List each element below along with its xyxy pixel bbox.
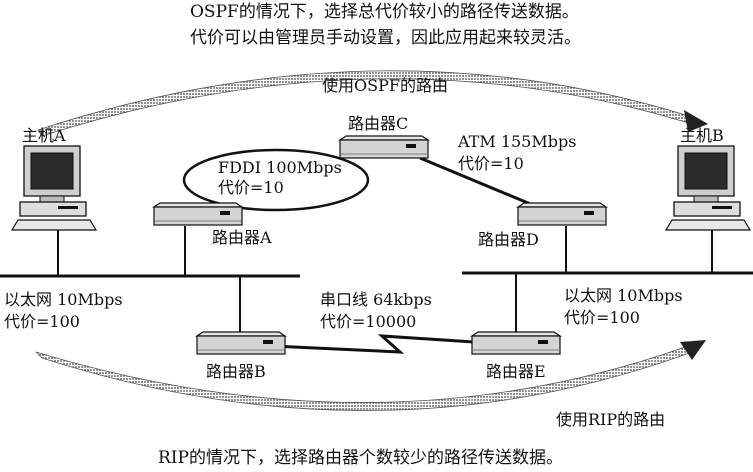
serial-link	[272, 336, 474, 352]
fddi-cost: 代价=10	[218, 178, 284, 198]
router-c	[340, 136, 428, 158]
ospf-route-label: 使用OSPF的路由	[322, 76, 448, 96]
host-a-label: 主机A	[22, 126, 66, 146]
ethernet-right-name: 以太网 10Mbps	[564, 286, 683, 306]
caption-top-line-2: 代价可以由管理员手动设置，因此应用起来较灵活。	[190, 28, 581, 48]
atm-name: ATM 155Mbps	[458, 132, 576, 152]
router-b-label: 路由器B	[206, 362, 266, 382]
caption-top-line-1: OSPF的情况下，选择总代价较小的路径传送数据。	[190, 2, 579, 22]
atm-cost: 代价=10	[458, 154, 524, 174]
router-a-label: 路由器A	[212, 228, 272, 248]
ethernet-left-name: 以太网 10Mbps	[4, 290, 123, 310]
rip-route-label: 使用RIP的路由	[556, 410, 665, 430]
ethernet-left-cost: 代价=100	[4, 312, 80, 332]
fddi-name: FDDI 100Mbps	[218, 158, 342, 178]
serial-cost: 代价=10000	[320, 312, 416, 332]
caption-bottom: RIP的情况下，选择路由器个数较少的路径传送数据。	[158, 448, 563, 468]
router-e-label: 路由器E	[486, 362, 546, 382]
host-a-computer	[12, 146, 96, 230]
router-d	[518, 203, 606, 225]
router-b	[197, 332, 285, 354]
router-c-label: 路由器C	[348, 114, 408, 134]
router-d-label: 路由器D	[478, 230, 539, 250]
host-b-computer	[666, 146, 750, 230]
router-a	[154, 203, 242, 225]
ethernet-right-cost: 代价=100	[564, 308, 640, 328]
router-e	[472, 332, 560, 354]
serial-name: 串口线 64kbps	[320, 290, 432, 310]
host-b-label: 主机B	[680, 126, 724, 146]
